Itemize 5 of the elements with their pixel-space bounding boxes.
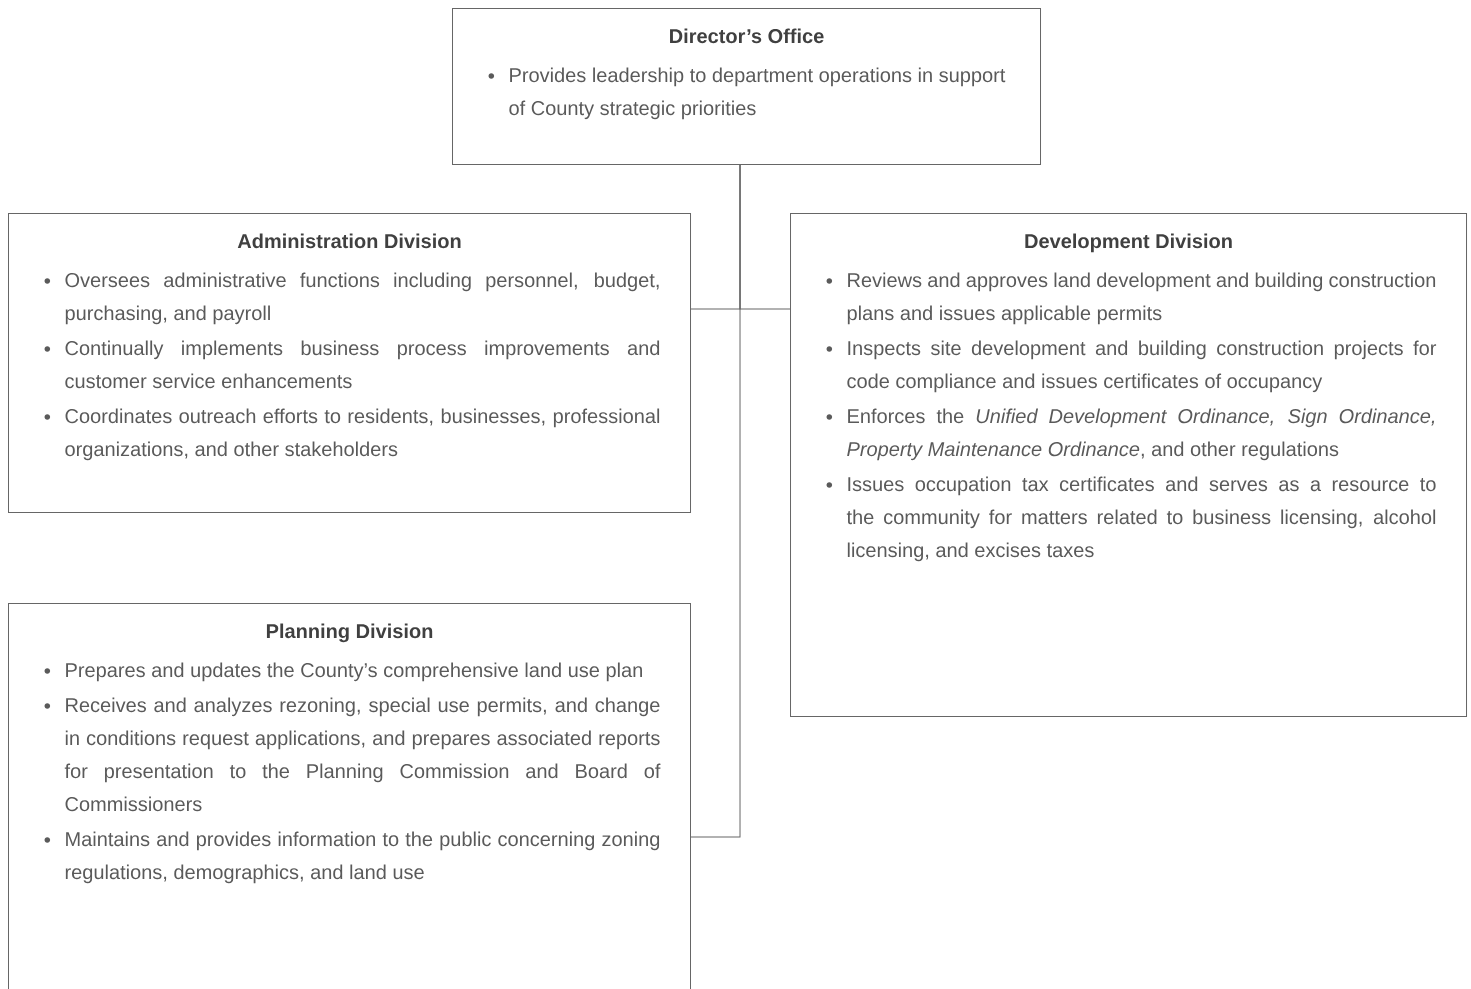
connector-line	[690, 164, 741, 838]
division-box: Development Division Reviews and approves land development and building construction plans and issues applicable permits Inspects site development and building construction projects for code compliance and issues certificates of occupancy Enforces the Unified Development Ordinance, Sign Ordinance, Property Maintenance Ordinance, and other regulations Issues occupation tax certificates and serves as a resource to the community for matters related to business licensing, alcohol licensing, and excises taxes	[790, 213, 1467, 717]
division-box: Director’s Office Provides leadership to department operations in support of County strategic priorities	[452, 8, 1041, 165]
division-box: Planning Division Prepares and updates the County’s comprehensive land use plan Receives and analyzes rezoning, special use permits, and change in conditions request applications, and prepares associated reports for presentation to the Planning Commission and Board of Commissioners Maintains and provides information to the public concerning zoning regulations, demographics, and land use	[8, 603, 691, 989]
division-box: Administration Division Oversees administrative functions including personnel, budget, purchasing, and payroll Continually implements business process improvements and customer service enhancements Coordinates outreach efforts to residents, businesses, professional organizations, and other stakeholders	[8, 213, 691, 513]
